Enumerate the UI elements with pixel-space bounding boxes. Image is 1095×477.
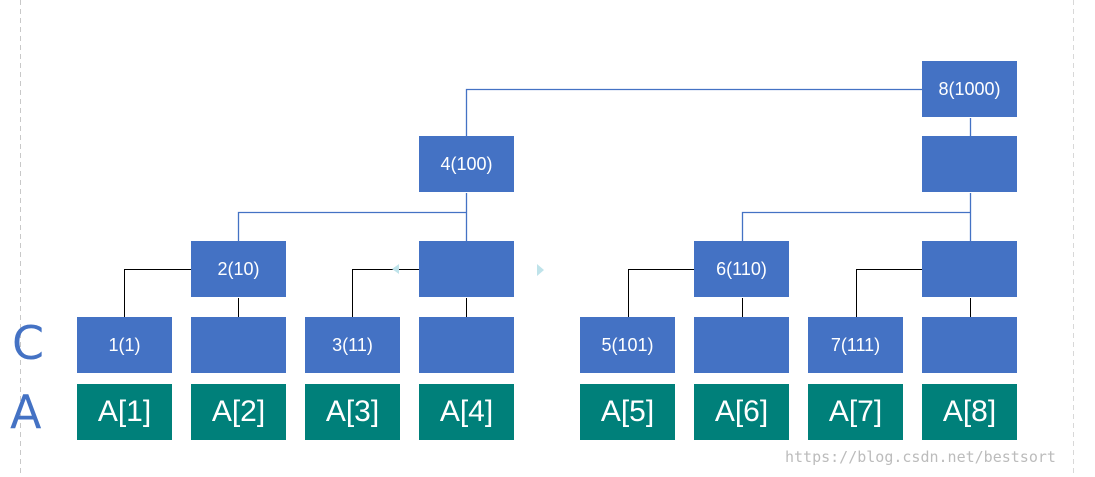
- connector-3-4: [352, 269, 419, 317]
- array-cell-8: A[8]: [922, 384, 1017, 440]
- blue-connectors: [237, 88, 972, 241]
- right-arrow-marker: [537, 264, 544, 276]
- array-cell-3: A[3]: [305, 384, 400, 440]
- connector-7-8: [856, 269, 922, 317]
- tree-node-8-level2: [922, 136, 1017, 192]
- tree-node-8-level0: [922, 317, 1017, 373]
- tree-node-4-level0: [419, 317, 514, 373]
- connector-5-6: [628, 269, 694, 317]
- tree-node-2-level0: [191, 317, 286, 373]
- tree-node-3: 3(11): [305, 317, 400, 373]
- array-cell-4: A[4]: [419, 384, 514, 440]
- tree-node-8: 8(1000): [922, 61, 1017, 117]
- connector-4-to-8: [465, 88, 922, 136]
- tree-node-6-level0: [694, 317, 789, 373]
- tree-node-5: 5(101): [580, 317, 675, 373]
- tree-node-6: 6(110): [694, 241, 789, 297]
- array-cell-5: A[5]: [580, 384, 675, 440]
- tree-node-1: 1(1): [77, 317, 172, 373]
- tree-node-8-level1: [922, 241, 1017, 297]
- array-cell-2: A[2]: [191, 384, 286, 440]
- tree-node-7: 7(111): [808, 317, 903, 373]
- watermark: https://blog.csdn.net/bestsort: [785, 448, 1056, 466]
- row-label-a: A: [10, 385, 42, 439]
- tree-node-2: 2(10): [191, 241, 286, 297]
- row-label-c: C: [12, 316, 45, 370]
- connector-6-to-8: [741, 211, 971, 241]
- array-cell-1: A[1]: [77, 384, 172, 440]
- connector-1-2: [124, 269, 191, 317]
- left-arrow-marker: [392, 264, 399, 274]
- array-cell-6: A[6]: [694, 384, 789, 440]
- connector-2-to-4: [237, 211, 467, 241]
- tree-node-4-level1: [419, 241, 514, 297]
- array-cell-7: A[7]: [808, 384, 903, 440]
- tree-node-4: 4(100): [419, 136, 514, 192]
